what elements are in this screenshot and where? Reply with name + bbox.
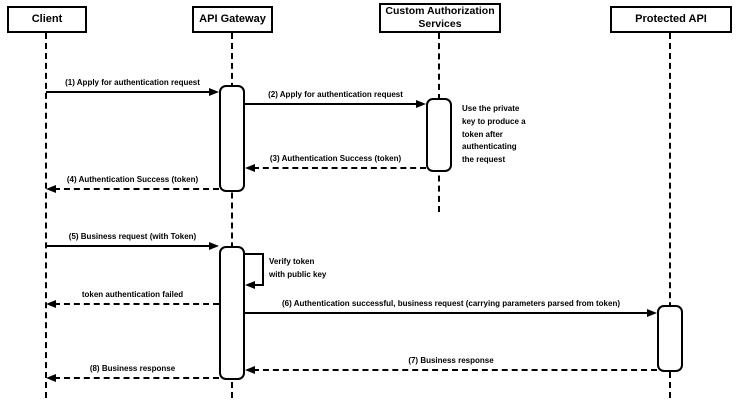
message-1-arrowhead bbox=[209, 88, 219, 96]
message-token-failed-line bbox=[54, 303, 219, 305]
message-8-label: (8) Business response bbox=[89, 364, 176, 373]
message-6-label: (6) Authentication successful, business … bbox=[281, 299, 621, 308]
message-1-line bbox=[46, 91, 211, 93]
participant-protected-api-label: Protected API bbox=[635, 12, 707, 25]
message-5-label: (5) Business request (with Token) bbox=[68, 232, 197, 241]
message-4-line bbox=[54, 188, 219, 190]
message-6-line bbox=[245, 312, 649, 314]
message-6-arrowhead bbox=[647, 309, 657, 317]
lifeline-client bbox=[45, 33, 47, 398]
participant-custom-authorization-services: Custom Authorization Services bbox=[379, 3, 501, 33]
message-2-arrowhead bbox=[416, 100, 426, 108]
participant-api-gateway-label: API Gateway bbox=[199, 12, 266, 25]
self-message-arrowhead bbox=[245, 281, 255, 289]
message-2-line bbox=[245, 103, 418, 105]
message-token-failed-arrowhead bbox=[46, 300, 56, 308]
message-5-line bbox=[46, 245, 211, 247]
message-token-failed-label: token authentication failed bbox=[81, 290, 184, 299]
message-2-label: (2) Apply for authentication request bbox=[268, 90, 403, 99]
activation-api-gateway-business bbox=[219, 246, 245, 380]
participant-client-label: Client bbox=[31, 12, 63, 25]
activation-protected-api bbox=[657, 305, 683, 372]
message-7-line bbox=[253, 369, 657, 371]
message-4-label: (4) Authentication Success (token) bbox=[66, 175, 199, 184]
self-message-out-line bbox=[245, 253, 264, 255]
self-message-return-line bbox=[254, 284, 264, 286]
lifeline-api-gateway bbox=[231, 33, 233, 398]
message-3-label: (3) Authentication Success (token) bbox=[269, 154, 402, 163]
lifeline-protected-api bbox=[669, 33, 671, 398]
message-3-arrowhead bbox=[245, 164, 255, 172]
message-8-arrowhead bbox=[46, 374, 56, 382]
note-private-key: Use the private key to produce a token a… bbox=[462, 104, 526, 165]
participant-custom-authorization-services-label: Custom Authorization Services bbox=[385, 4, 495, 30]
message-5-arrowhead bbox=[209, 242, 219, 250]
participant-api-gateway: API Gateway bbox=[192, 6, 273, 33]
self-message-label: Verify token with public key bbox=[269, 257, 327, 279]
activation-api-gateway-auth bbox=[219, 85, 245, 192]
message-7-label: (7) Business response bbox=[408, 356, 494, 365]
message-8-line bbox=[54, 377, 219, 379]
participant-protected-api: Protected API bbox=[610, 6, 732, 33]
activation-custom-authorization-services bbox=[426, 98, 452, 172]
message-4-arrowhead bbox=[46, 185, 56, 193]
message-3-line bbox=[253, 167, 426, 169]
participant-client: Client bbox=[7, 6, 87, 33]
self-message-vertical-line bbox=[262, 253, 264, 286]
message-1-label: (1) Apply for authentication request bbox=[65, 78, 200, 87]
message-7-arrowhead bbox=[245, 366, 255, 374]
